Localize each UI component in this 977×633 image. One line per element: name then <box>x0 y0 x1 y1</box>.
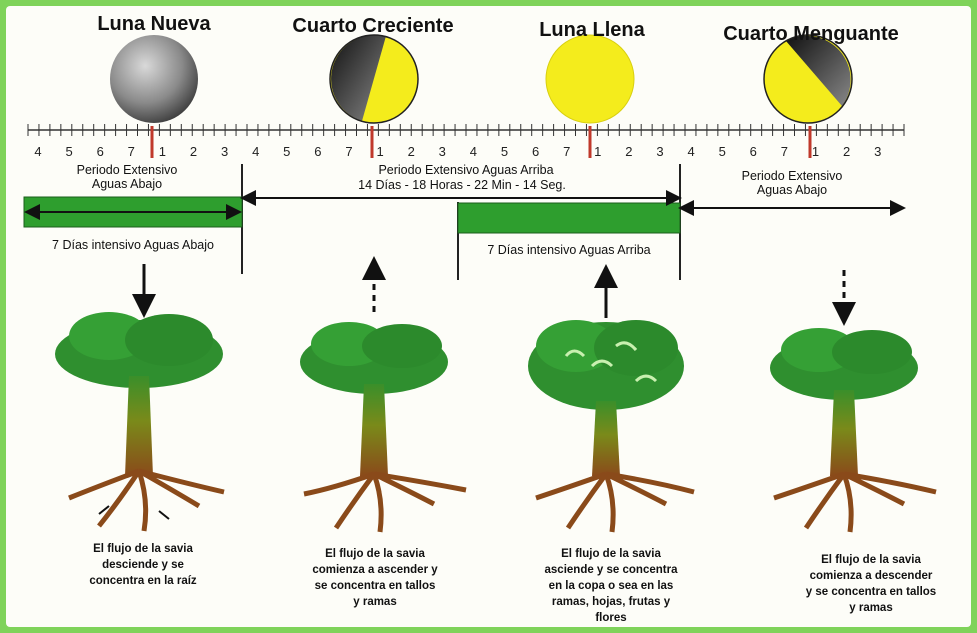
scale-number: 4 <box>683 144 699 159</box>
scale-number: 2 <box>839 144 855 159</box>
scale-number: 4 <box>465 144 481 159</box>
description-last-quarter: El flujo de la savia comienza a descende… <box>776 552 966 616</box>
description-new-moon: El flujo de la savia desciende y se conc… <box>58 541 228 589</box>
scale-number: 7 <box>123 144 139 159</box>
last-quarter-moon-icon <box>764 35 852 123</box>
scale-number: 3 <box>870 144 886 159</box>
scale-number: 6 <box>745 144 761 159</box>
scale-number: 5 <box>279 144 295 159</box>
scale-number: 6 <box>92 144 108 159</box>
phase-title-new-moon: Luna Nueva <box>90 13 218 36</box>
left-intensive-label: 7 Días intensivo Aguas Abajo <box>24 238 242 252</box>
description-first-quarter: El flujo de la savia comienza a ascender… <box>280 546 470 610</box>
scale-number: 6 <box>310 144 326 159</box>
scale-number: 7 <box>559 144 575 159</box>
scale-number: 1 <box>372 144 388 159</box>
scale-number: 4 <box>30 144 46 159</box>
center-extensive-label: Periodo Extensivo Aguas Arriba <box>316 163 616 177</box>
right-intensive-label: 7 Días intensivo Aguas Arriba <box>458 243 680 257</box>
scale-number: 2 <box>403 144 419 159</box>
scale-number: 5 <box>61 144 77 159</box>
scale-number: 2 <box>186 144 202 159</box>
tree-icon-last-quarter <box>770 328 936 532</box>
scale-number: 1 <box>590 144 606 159</box>
full-moon-icon <box>546 35 634 123</box>
description-full-moon: El flujo de la savia asciende y se conce… <box>526 546 696 626</box>
tree-icon-first-quarter <box>300 322 466 532</box>
scale-number: 7 <box>776 144 792 159</box>
left-extensive-label: Periodo Extensivo Aguas Abajo <box>52 163 202 191</box>
scale-number: 3 <box>434 144 450 159</box>
duration-label: 14 Días - 18 Horas - 22 Min - 14 Seg. <box>302 178 622 192</box>
first-quarter-moon-icon <box>330 35 418 123</box>
right-intensive-bar <box>458 203 680 233</box>
diagram-frame: Luna Nueva Cuarto Creciente Luna Llena C… <box>6 6 971 627</box>
scale-number: 4 <box>248 144 264 159</box>
scale-number: 6 <box>528 144 544 159</box>
phase-title-first-quarter: Cuarto Creciente <box>278 15 468 38</box>
scale-number: 5 <box>714 144 730 159</box>
phase-title-full-moon: Luna Llena <box>524 19 660 42</box>
right-extensive-label: Periodo Extensivo Aguas Abajo <box>712 169 872 197</box>
scale-number: 3 <box>652 144 668 159</box>
tree-icon-full-moon <box>528 320 694 532</box>
new-moon-icon <box>110 35 198 123</box>
scale-number: 7 <box>341 144 357 159</box>
scale-number: 5 <box>497 144 513 159</box>
scale-number: 3 <box>217 144 233 159</box>
tree-icon-new-moon <box>55 312 224 531</box>
scale-number: 1 <box>808 144 824 159</box>
scale-number: 2 <box>621 144 637 159</box>
diagram-graphics <box>6 6 971 627</box>
scale-number: 1 <box>154 144 170 159</box>
phase-title-last-quarter: Cuarto Menguante <box>706 23 916 46</box>
